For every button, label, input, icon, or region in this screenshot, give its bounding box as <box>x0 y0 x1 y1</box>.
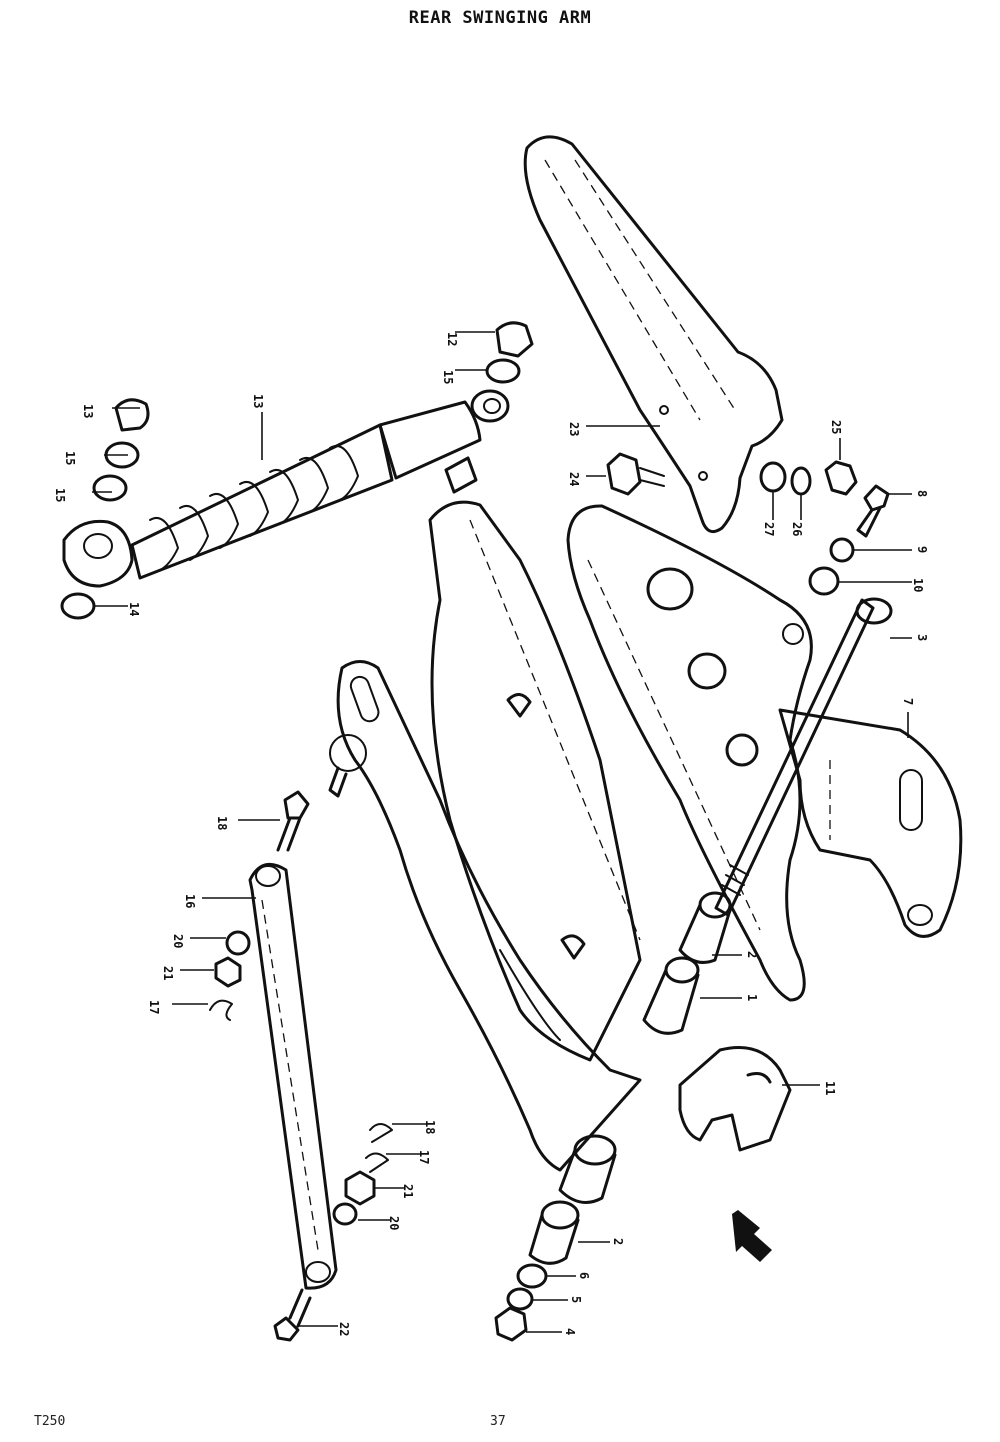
callout-label: 11 <box>823 1081 837 1095</box>
callout-label: 15 <box>441 370 455 384</box>
callout-label: 26 <box>790 522 804 536</box>
callout-label: 21 <box>161 966 175 980</box>
callout-label: 2 <box>745 951 759 958</box>
front-direction-arrow <box>732 1210 772 1262</box>
callout-label: 13 <box>81 404 95 418</box>
washer-5 <box>506 1287 534 1311</box>
callout-label: 22 <box>337 1322 351 1336</box>
pivot-collar-1 <box>642 956 700 1035</box>
cap-nut-13-left <box>114 398 150 432</box>
callout-label: 20 <box>387 1216 401 1230</box>
callout-label: 16 <box>183 894 197 908</box>
torque-link-16 <box>248 862 338 1290</box>
callout-label: 14 <box>127 602 141 616</box>
pivot-bushing-2-right <box>678 891 732 964</box>
chain-buffer-11 <box>678 1046 792 1152</box>
clip-17-upper <box>209 999 233 1021</box>
bolt-19 <box>276 790 310 852</box>
nut-21-upper <box>214 956 242 988</box>
washer-14 <box>60 592 96 620</box>
page-title: REAR SWINGING ARM <box>408 8 592 28</box>
callout-label: 17 <box>417 1150 431 1164</box>
callout-label: 2 <box>611 1238 625 1245</box>
callout-label: 9 <box>915 546 929 553</box>
chain-guard-bolt <box>606 452 665 496</box>
callout-label: 15 <box>63 451 77 465</box>
page-number: 37 <box>490 1414 506 1429</box>
callout-label: 12 <box>445 332 459 346</box>
callout-label: 10 <box>911 578 925 592</box>
washer-27 <box>759 461 787 493</box>
chain-case <box>566 504 813 1002</box>
callout-label: 24 <box>567 472 581 486</box>
swinging-arm <box>328 456 642 1172</box>
callout-label: 8 <box>915 490 929 497</box>
callout-label: 18 <box>423 1120 437 1134</box>
clip-18 <box>369 1123 393 1143</box>
callout-labels: 12 15 13 15 15 14 13 23 24 27 26 25 8 9 … <box>53 332 929 1336</box>
rear-shock-absorber <box>62 389 510 588</box>
nut-25 <box>824 460 858 496</box>
model-code: T250 <box>34 1414 66 1429</box>
callout-label: 13 <box>251 394 265 408</box>
chain-adjuster-plate-7 <box>778 708 963 938</box>
bushing-2-left-body <box>528 1213 580 1265</box>
callout-label: 20 <box>171 934 185 948</box>
callout-label: 15 <box>53 488 67 502</box>
bushing-2-left <box>540 1200 580 1230</box>
callout-label: 3 <box>915 634 929 641</box>
washer-15-right <box>485 358 521 384</box>
callout-label: 18 <box>215 816 229 830</box>
callout-label: 1 <box>745 994 759 1001</box>
callout-label: 7 <box>901 698 915 705</box>
bolt-8 <box>856 484 890 538</box>
washer-20-upper <box>225 930 251 956</box>
washer-10 <box>808 566 840 596</box>
callout-label: 23 <box>567 422 581 436</box>
bolt-22 <box>273 1288 312 1342</box>
callout-label: 17 <box>147 1000 161 1014</box>
callout-label: 21 <box>401 1184 415 1198</box>
cap-nut-13-right <box>495 321 534 358</box>
nut-9 <box>829 537 855 563</box>
callout-label: 5 <box>569 1296 583 1303</box>
pivot-shaft-3 <box>714 597 893 917</box>
nut-4 <box>494 1306 528 1342</box>
washer-6 <box>516 1263 548 1289</box>
pivot-bushing-left <box>573 1134 617 1166</box>
nut-21-lower <box>344 1170 376 1206</box>
callout-label: 25 <box>829 420 843 434</box>
leader-lines <box>92 331 912 1333</box>
chain-guard <box>523 135 784 534</box>
callout-label: 27 <box>762 522 776 536</box>
washer-20-lower <box>332 1202 358 1226</box>
pivot-bushing-left-body <box>558 1148 617 1204</box>
lock-washer-26 <box>790 466 812 496</box>
washer-15-left-b <box>92 474 128 502</box>
callout-label: 6 <box>577 1272 591 1279</box>
clip-17-lower <box>365 1152 389 1173</box>
callout-label: 4 <box>563 1328 577 1335</box>
